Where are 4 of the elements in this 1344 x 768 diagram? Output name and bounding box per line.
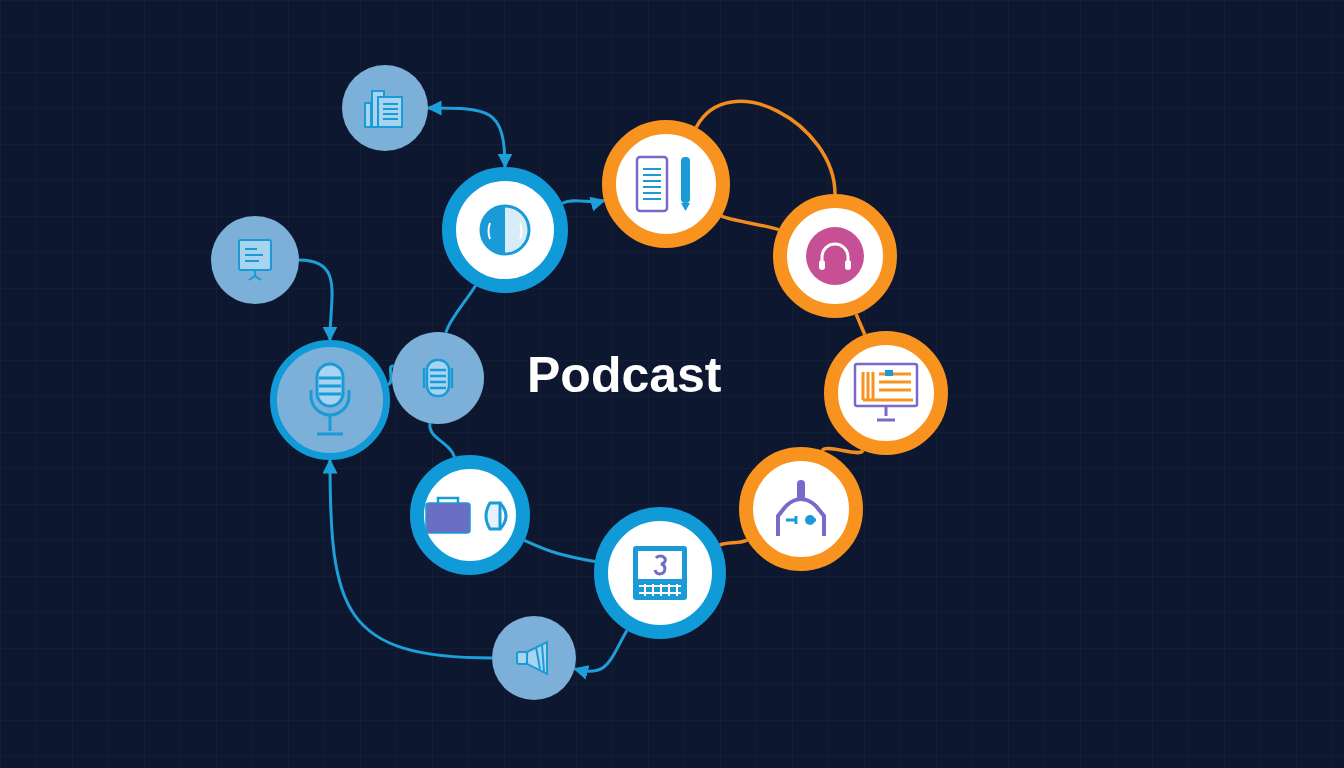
- arrow: [322, 458, 493, 660]
- connector-line: [428, 423, 456, 458]
- arrow: [298, 258, 338, 342]
- title: Podcast: [527, 350, 722, 400]
